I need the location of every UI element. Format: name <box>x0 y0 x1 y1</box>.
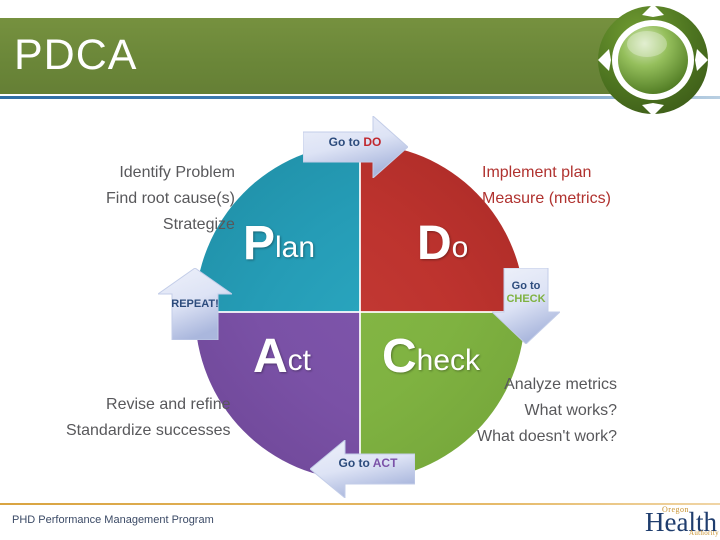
quadrant-rest-do: o <box>451 231 469 264</box>
arrow-prefix-check: Go to <box>511 280 541 292</box>
quadrant-rest-check: heck <box>416 344 481 377</box>
arrow-go-to-do[interactable]: Go to DO <box>303 116 408 178</box>
arrow-word-act: ACT <box>372 456 398 470</box>
arrow-prefix-do: Go to <box>328 135 364 149</box>
arrow-label-repeat: REPEAT! <box>171 298 219 310</box>
arrow-word-check: CHECK <box>506 293 546 305</box>
plan-line-1: Identify Problem <box>119 164 235 181</box>
arrow-label-go-to-check: Go to CHECK <box>498 280 554 306</box>
quadrant-label-plan: Plan <box>243 216 315 271</box>
quadrant-initial-act: A <box>253 330 288 383</box>
plan-line-3: Strategize <box>162 216 235 233</box>
cycle-ring-icon <box>592 4 714 116</box>
quadrant-initial-do: D <box>417 217 452 270</box>
quadrant-initial-plan: P <box>243 217 276 270</box>
arrow-go-to-act[interactable]: Go to ACT <box>310 440 415 498</box>
arrow-prefix-act: Go to <box>338 456 373 470</box>
quadrant-initial-check: C <box>382 330 417 383</box>
arrow-repeat[interactable]: REPEAT! <box>158 268 232 340</box>
check-description: Analyze metrics What works? What doesn't… <box>477 372 617 450</box>
arrow-go-to-check[interactable]: Go to CHECK <box>492 268 560 344</box>
quadrant-divider-horizontal <box>195 311 525 313</box>
plan-line-2: Find root cause(s) <box>106 190 235 207</box>
logo-health-word: Health <box>645 507 717 537</box>
check-line-3: What doesn't work? <box>477 428 618 445</box>
arrow-word-do: DO <box>363 135 382 149</box>
quadrant-rest-plan: lan <box>275 231 316 264</box>
header-divider <box>0 96 720 99</box>
quadrant-label-act: Act <box>253 329 311 384</box>
oregon-health-authority-logo: Health Oregon Authority <box>645 503 719 538</box>
quadrant-label-check: Check <box>382 329 480 384</box>
act-line-1: Revise and refine <box>106 396 231 413</box>
do-line-2: Measure (metrics) <box>482 190 611 207</box>
plan-description: Identify Problem Find root cause(s) Stra… <box>106 160 235 238</box>
act-line-2: Standardize successes <box>66 422 231 439</box>
pdca-cycle-diagram: Plan Do Act Check <box>195 144 525 480</box>
logo-oregon-word: Oregon <box>662 505 689 514</box>
act-description: Revise and refine Standardize successes <box>66 392 231 444</box>
do-description: Implement plan Measure (metrics) <box>482 160 611 212</box>
do-line-1: Implement plan <box>482 164 592 181</box>
quadrant-check[interactable] <box>360 312 525 480</box>
page-title: PDCA <box>14 31 138 79</box>
quadrant-label-do: Do <box>417 216 468 271</box>
check-line-2: What works? <box>524 402 618 419</box>
arrow-label-go-to-do: Go to DO <box>319 136 391 149</box>
header-bar <box>0 18 662 94</box>
quadrant-do[interactable] <box>360 144 525 312</box>
arrow-label-go-to-act: Go to ACT <box>332 457 404 470</box>
quadrant-rest-act: ct <box>287 344 312 377</box>
quadrant-plan[interactable] <box>195 144 360 312</box>
footer-text: PHD Performance Management Program <box>12 514 214 526</box>
check-line-1: Analyze metrics <box>504 376 618 393</box>
logo-authority-word: Authority <box>689 529 719 537</box>
footer-divider <box>0 503 720 505</box>
